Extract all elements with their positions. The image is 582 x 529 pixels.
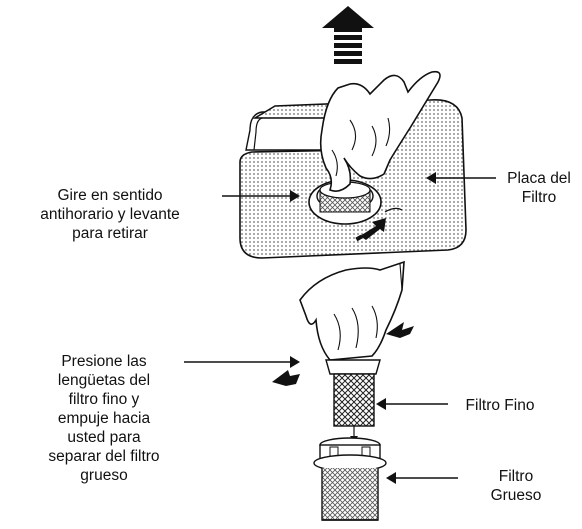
arrow-up-icon xyxy=(322,6,374,64)
label-line: usted para xyxy=(24,428,184,447)
label-line: antihorario y levante xyxy=(4,205,216,224)
fine-filter xyxy=(326,360,380,442)
label-line: lengüetas del xyxy=(24,371,184,390)
label-filter-plate: Placa del Filtro xyxy=(496,169,582,207)
label-coarse-filter: Filtro Grueso xyxy=(470,467,562,505)
label-line: empuje hacia xyxy=(24,409,184,428)
label-line: grueso xyxy=(24,466,184,485)
label-line: filtro fino y xyxy=(24,390,184,409)
label-line: separar del filtro xyxy=(24,447,184,466)
label-line: para retirar xyxy=(4,224,216,243)
hand-lower-illustration xyxy=(300,262,404,360)
label-line: Filtro xyxy=(470,467,562,486)
coarse-filter xyxy=(314,438,386,520)
label-fine-filter: Filtro Fino xyxy=(448,396,552,415)
label-rotate-lift: Gire en sentido antihorario y levante pa… xyxy=(4,186,216,243)
label-line: Gire en sentido xyxy=(4,186,216,205)
label-line: Filtro Fino xyxy=(448,396,552,415)
label-line: Filtro xyxy=(496,188,582,207)
label-line: Placa del xyxy=(496,169,582,188)
label-press-tabs: Presione las lengüetas del filtro fino y… xyxy=(24,352,184,485)
label-line: Grueso xyxy=(470,486,562,505)
label-line: Presione las xyxy=(24,352,184,371)
